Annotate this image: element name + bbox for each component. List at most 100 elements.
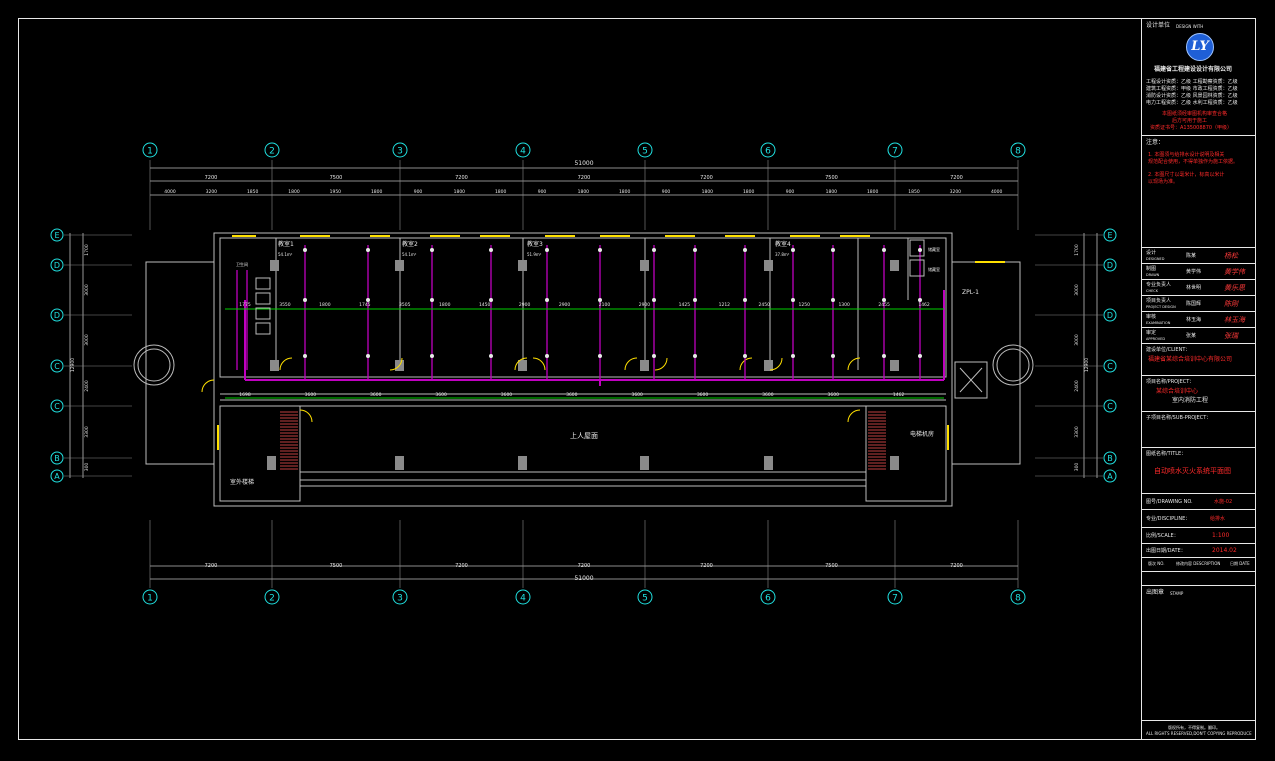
svg-text:7: 7 (892, 147, 898, 157)
axis-bubble-C: C (50, 359, 64, 373)
sprinkler-head (545, 354, 549, 358)
dimension-text: 1300 (838, 302, 850, 308)
dimension-text: 7500 (825, 175, 838, 181)
dimension-text: 3300 (1074, 426, 1080, 438)
svg-text:1: 1 (147, 594, 153, 604)
svg-text:2: 2 (269, 147, 275, 157)
building-outline (145, 232, 1021, 507)
note-2b: 以现场为准。 (1148, 179, 1179, 185)
date: 2014.02 (1212, 547, 1237, 554)
dimension-text: 1800 (578, 189, 590, 195)
room-labels: 教室1 教室2 教室3 教室4 54.1m² 54.1m² 51.9m² 37.… (230, 240, 979, 486)
sprinkler-head (831, 298, 835, 302)
axis-bubble-A: A (50, 469, 64, 483)
subproject-label: 子项目名称/SUB-PROJECT： (1146, 415, 1212, 421)
sprinkler-mains (244, 290, 945, 386)
dimension-text: 3000 (1074, 334, 1080, 346)
dimension-text: 7200 (950, 563, 963, 569)
red-line-3: 资质证书号：A135008870（甲级） (1150, 125, 1233, 131)
dimension-text: 1745 (359, 302, 371, 308)
staff-name: 张某 (1186, 333, 1197, 339)
stair-left-label: 室外楼梯 (230, 478, 254, 486)
sprinkler-head (918, 354, 922, 358)
sprinkler-head (430, 354, 434, 358)
axis-bubble-E: E (50, 228, 64, 242)
dimension-text: 1450 (479, 302, 491, 308)
sprinkler-pipes (236, 245, 922, 380)
svg-text:7: 7 (892, 594, 898, 604)
footer: 版权所有，不得复制。翻印。 ALL RIGHTS RESERVED,DON'T … (1142, 720, 1256, 739)
drawing-no: 水施-02 (1214, 499, 1233, 505)
sprinkler-head (882, 354, 886, 358)
sprinkler-head (831, 354, 835, 358)
dimension-text: 300 (1074, 463, 1080, 472)
axis-bubble-4: 4 (515, 589, 531, 605)
sprinkler-head (791, 248, 795, 252)
axis-bubble-C: C (1103, 359, 1117, 373)
sprinkler-head (652, 354, 656, 358)
dimension-text: 12900 (70, 358, 76, 372)
notes-label: 注意： (1146, 139, 1165, 146)
dimension-text: 1700 (84, 244, 90, 256)
axis-bubble-8: 8 (1010, 142, 1026, 158)
sprinkler-head (598, 354, 602, 358)
axis-bubble-6: 6 (760, 589, 776, 605)
discipline: 给排水 (1210, 516, 1226, 522)
dimension-text: 7500 (330, 175, 343, 181)
dimension-text: 3505 (399, 302, 411, 308)
title-block: 设计单位 DESIGN WITH LY 福建省工程建设设计有限公司 工程设计资质… (1141, 19, 1256, 739)
dimension-text: 1800 (371, 189, 383, 195)
dimension-text: 2400 (84, 380, 90, 392)
dimension-text: 7200 (700, 175, 713, 181)
elevator-shaft (954, 361, 988, 399)
dimension-text: 1775 (239, 302, 251, 308)
axis-bubble-C: C (50, 399, 64, 413)
dimension-text: 3600 (435, 392, 447, 398)
drawing-no-row: 图号/DRAWING NO. 水施-02 (1142, 493, 1256, 509)
stamp-label-en: STAMP (1170, 591, 1184, 596)
cert-line-2: 建筑工程资质：甲级 市政工程资质：乙级 (1146, 86, 1238, 92)
sprinkler-head (489, 298, 493, 302)
date-label: 出图日期/DATE： (1146, 548, 1186, 554)
axis-bubble-B: B (50, 451, 64, 465)
toilet-fixtures (255, 239, 925, 335)
sprinkler-head (743, 298, 747, 302)
sprinkler-head (430, 298, 434, 302)
staff-role-en: DESIGNED (1146, 257, 1165, 261)
dimension-text: 1800 (439, 302, 451, 308)
sprinkler-head (882, 248, 886, 252)
dimension-text: 900 (414, 189, 423, 195)
sprinkler-head (791, 298, 795, 302)
title-label: 图纸名称/TITLE： (1146, 451, 1187, 457)
revision-header: 版次 NO. 修改内容 DESCRIPTION 日期 DATE (1142, 557, 1256, 571)
cert-line-4: 电力工程资质：乙级 水利工程资质：乙级 (1146, 100, 1238, 106)
axis-bubble-7: 7 (887, 142, 903, 158)
dimension-text: 1700 (1074, 244, 1080, 256)
sprinkler-head (693, 298, 697, 302)
sprinkler-head (791, 354, 795, 358)
toilet-label: 卫生间 (236, 261, 248, 267)
inner-dim-lines (225, 308, 944, 399)
drawing-frame (18, 18, 1256, 740)
red-line-1: 本图纸须经审图机构审查合格 (1162, 111, 1228, 117)
dimension-text: 3000 (84, 334, 90, 346)
svg-text:C: C (54, 362, 60, 371)
dimension-text: 1850 (247, 189, 259, 195)
svg-text:6: 6 (765, 147, 771, 157)
room-label-4: 教室4 (775, 240, 791, 248)
dimension-text: 900 (538, 189, 547, 195)
svg-text:8: 8 (1015, 147, 1021, 157)
stamp-label: 出图章 (1146, 589, 1165, 596)
dimension-text: 900 (786, 189, 795, 195)
dimension-text: 2400 (1074, 380, 1080, 392)
dimension-texts: 5100051000720072007500750072007200720072… (70, 160, 1090, 582)
dimension-text: 2900 (639, 302, 651, 308)
notes-section: 注意： 1. 本图须与给排水设计说明及相关 规范配合使用，不得单独作为施工依据。… (1142, 135, 1256, 261)
sprinkler-head (430, 248, 434, 252)
sprinkler-head (918, 248, 922, 252)
dimension-text: 3600 (697, 392, 709, 398)
dimension-text: 2900 (519, 302, 531, 308)
staff-signature: 陈刚 (1224, 300, 1238, 308)
